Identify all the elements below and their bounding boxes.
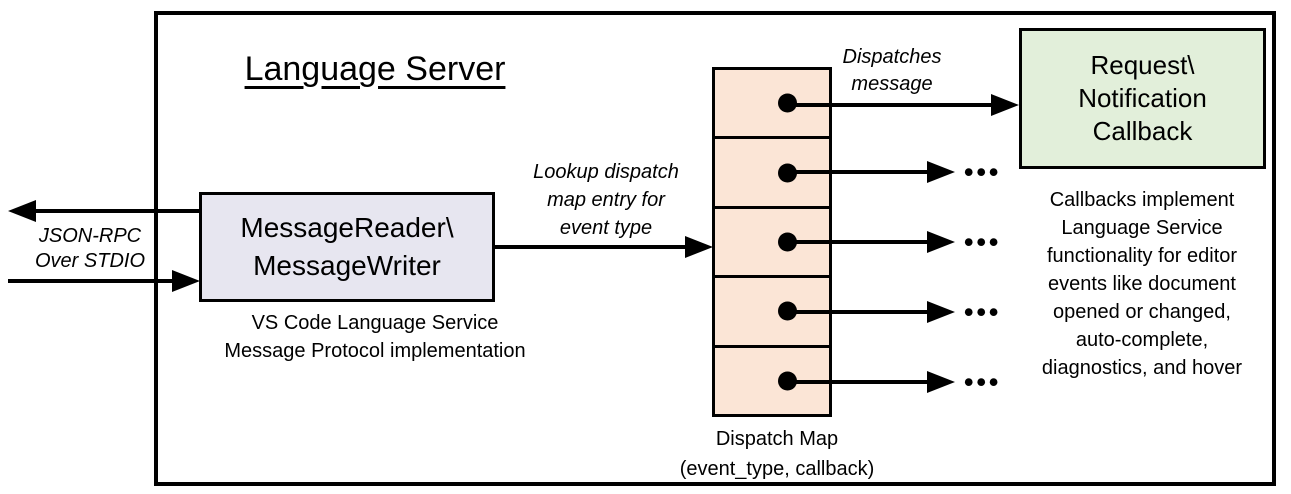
dispatch-arrow-line-3 — [785, 240, 929, 244]
dispatch-arrowhead-1 — [991, 94, 1019, 116]
dispatches-message-label: Dispatches message — [822, 44, 962, 98]
callbacks-note-line5: opened or changed, — [1053, 301, 1231, 323]
message-box-caption-line1: VS Code Language Service — [251, 312, 499, 334]
callbacks-note-line7: diagnostics, and hover — [1041, 357, 1243, 379]
dispatch-arrow-line-2 — [785, 170, 929, 174]
json-rpc-stdio-label-line2: Over STDIO — [34, 250, 145, 272]
callbacks-note-line4: events like document — [1048, 273, 1236, 295]
dispatch-arrowhead-5 — [927, 371, 955, 393]
callbacks-note-line2: Language Service — [1061, 217, 1223, 239]
dispatch-map-caption-line1: Dispatch Map — [715, 428, 839, 450]
dispatch-arrowhead-4 — [927, 301, 955, 323]
dispatch-arrowhead-2 — [927, 161, 955, 183]
message-box-caption: VS Code Language Service Message Protoco… — [195, 309, 555, 365]
callbacks-note: Callbacks implement Language Service fun… — [1007, 186, 1277, 382]
dispatch-map-caption-line2: (event_type, callback) — [679, 458, 875, 480]
callback-box-line2: Notification — [1078, 83, 1207, 113]
stdio-in-arrow-line — [8, 279, 175, 283]
callbacks-note-line6: auto-complete, — [1075, 329, 1209, 351]
dispatch-arrow-line-4 — [785, 310, 929, 314]
message-box-caption-line2: Message Protocol implementation — [224, 340, 526, 362]
request-notification-callback-box: Request\ Notification Callback — [1019, 28, 1266, 169]
dispatch-map-cell-2 — [715, 139, 829, 209]
lookup-dispatch-label: Lookup dispatch map entry for event type — [518, 158, 694, 242]
dispatch-arrowhead-3 — [927, 231, 955, 253]
diagram-title: Language Server — [244, 50, 506, 88]
lookup-arrow-line — [493, 245, 687, 249]
stdio-in-arrowhead — [172, 270, 200, 292]
callbacks-note-line3: functionality for editor — [1046, 245, 1238, 267]
json-rpc-stdio-label: JSON-RPC Over STDIO — [10, 224, 170, 274]
lookup-dispatch-label-line1: Lookup dispatch — [533, 161, 679, 183]
dispatch-map-caption: Dispatch Map (event_type, callback) — [677, 424, 877, 484]
lookup-arrowhead — [685, 236, 713, 258]
message-reader-writer-box: MessageReader\ MessageWriter — [199, 192, 495, 302]
json-rpc-stdio-label-line1: JSON-RPC — [38, 225, 142, 247]
callback-box-line3: Callback — [1092, 116, 1193, 146]
lookup-dispatch-label-line2: map entry for — [547, 189, 665, 211]
more-callbacks-ellipsis: ••• — [964, 226, 1002, 257]
lookup-dispatch-label-line3: event type — [559, 217, 653, 239]
message-box-line2: MessageWriter — [253, 250, 441, 281]
callback-box-line1: Request\ — [1090, 50, 1195, 80]
stdio-out-arrow-line — [33, 209, 200, 213]
more-callbacks-ellipsis: ••• — [964, 296, 1002, 327]
stdio-out-arrowhead — [8, 200, 36, 222]
dispatches-message-label-line2: message — [851, 73, 933, 95]
language-server-boundary-box — [154, 11, 1276, 486]
callbacks-note-line1: Callbacks implement — [1049, 189, 1235, 211]
more-callbacks-ellipsis: ••• — [964, 366, 1002, 397]
message-box-line1: MessageReader\ — [240, 212, 454, 243]
dispatches-message-label-line1: Dispatches — [842, 46, 942, 68]
dispatch-arrow-line-1 — [785, 103, 995, 107]
more-callbacks-ellipsis: ••• — [964, 156, 1002, 187]
dispatch-arrow-line-5 — [785, 380, 929, 384]
